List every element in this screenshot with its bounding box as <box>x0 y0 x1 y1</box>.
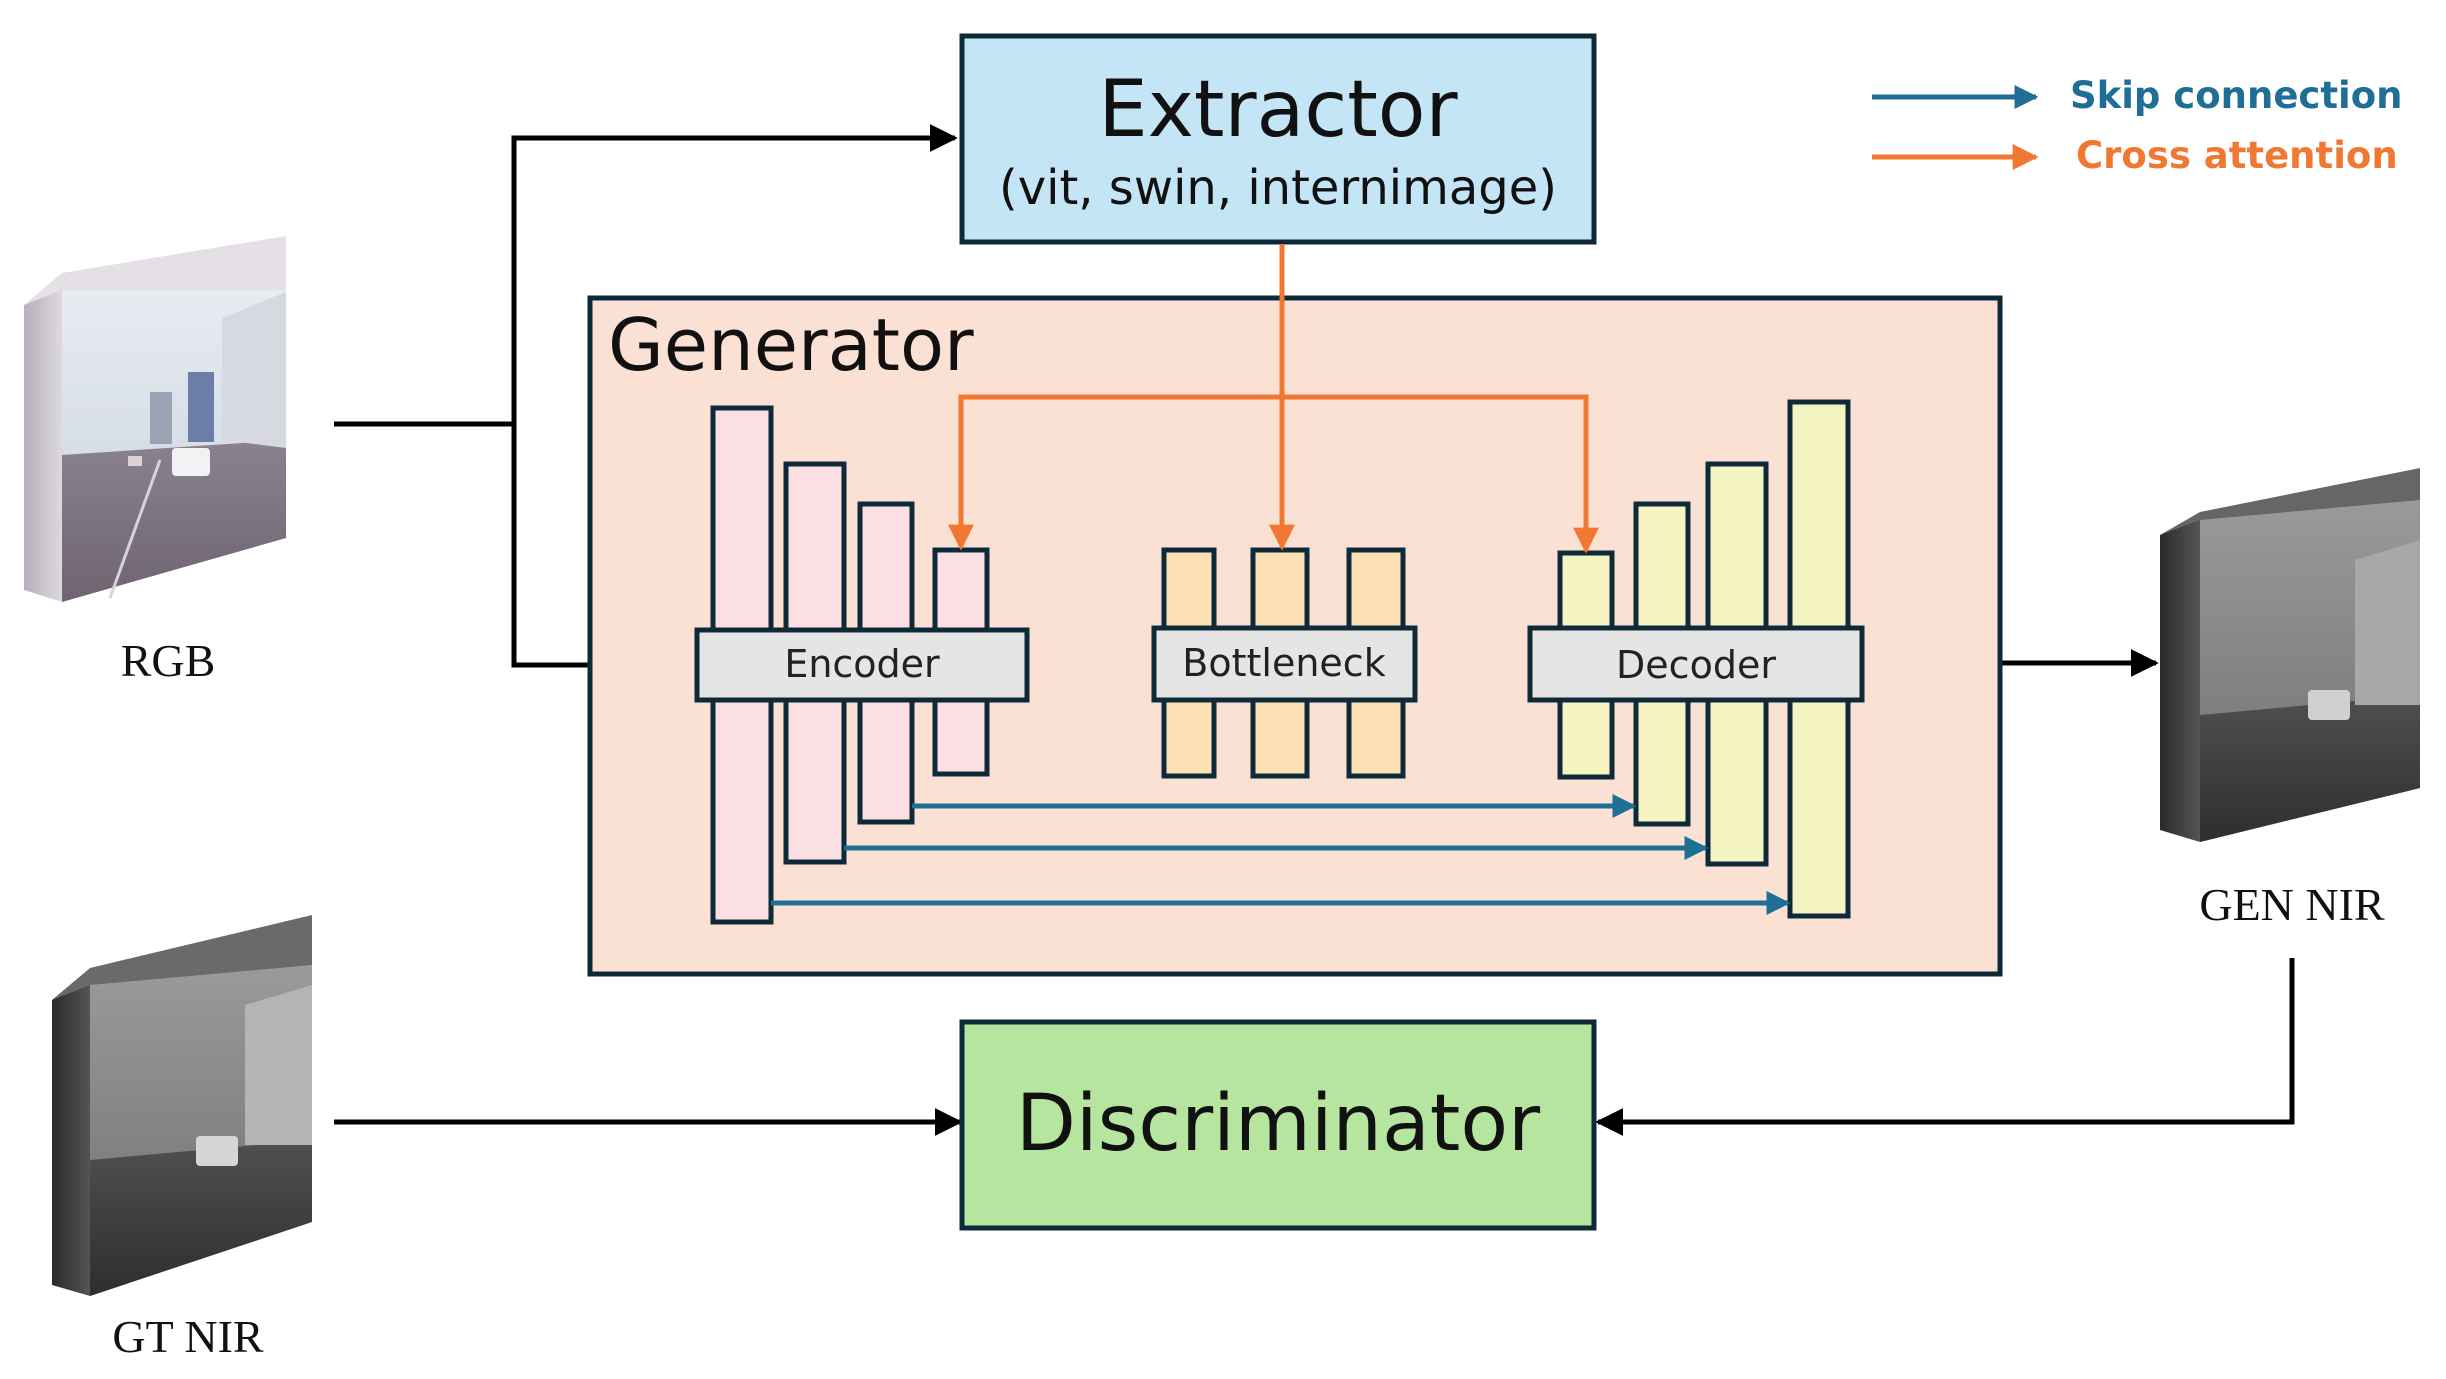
decoder-label: Decoder <box>1616 643 1776 687</box>
rgb-image: RGB <box>24 236 286 686</box>
encoder-label: Encoder <box>784 642 940 686</box>
gt-nir-image: GT NIR <box>52 915 312 1362</box>
rgb-image-side <box>24 290 62 602</box>
rgb-image-car2 <box>128 456 142 466</box>
extractor-title: Extractor <box>1098 65 1458 155</box>
gt-nir-label: GT NIR <box>112 1311 264 1362</box>
to-extractor-line <box>511 124 958 424</box>
bottleneck-label: Bottleneck <box>1182 641 1385 685</box>
encoder-box <box>694 627 1030 703</box>
rgb-image-building2 <box>188 372 214 442</box>
gen-nir-label: GEN NIR <box>2199 879 2385 930</box>
generator-title: Generator <box>608 303 974 387</box>
legend: Skip connection Cross attention <box>1872 74 2403 177</box>
rgb-label: RGB <box>121 635 216 686</box>
cross-attention-arrows <box>948 244 1599 554</box>
rgb-image-building3 <box>150 392 172 444</box>
gen-nir-image: GEN NIR <box>2160 468 2420 930</box>
rgb-image-lane <box>108 459 162 599</box>
decoder-label-box: Decoder <box>1527 625 1865 703</box>
extractor-box <box>959 33 1597 245</box>
gen-nir-image-car <box>2308 690 2350 720</box>
gen-nir-image-side <box>2160 520 2200 842</box>
discriminator-block: Discriminator <box>959 1019 1597 1231</box>
decoder-box <box>1527 625 1865 703</box>
cross-attn-to-decoder <box>1282 394 1599 554</box>
rgb-image-car <box>172 448 210 476</box>
gt-nir-image-top <box>52 915 312 1000</box>
discriminator-title: Discriminator <box>1016 1079 1541 1169</box>
rgb-image-road <box>62 440 286 602</box>
discriminator-box <box>959 1019 1597 1231</box>
bottleneck-box <box>1151 625 1418 703</box>
rgb-image-building <box>222 292 286 448</box>
flow-lines <box>334 124 2295 1136</box>
skip-connection-arrows <box>771 794 1791 915</box>
generator-block: Generator <box>587 244 2003 977</box>
bottleneck-label-box: Bottleneck <box>1151 625 1418 703</box>
gt-nir-image-road <box>90 1140 312 1296</box>
gt-nir-image-car <box>196 1136 238 1166</box>
gt-nir-image-building <box>245 985 312 1145</box>
legend-cross-label: Cross attention <box>2076 134 2398 177</box>
gen-nir-image-road <box>2200 695 2420 842</box>
encoder-label-box: Encoder <box>694 627 1030 703</box>
legend-skip-label: Skip connection <box>2070 74 2403 117</box>
extractor-block: Extractor (vit, swin, internimage) <box>959 33 1597 245</box>
extractor-subtitle: (vit, swin, internimage) <box>999 160 1557 216</box>
gen-nir-to-discriminator-line <box>1595 958 2295 1136</box>
cross-attn-to-encoder <box>948 394 1282 551</box>
gt-nir-image-side <box>52 985 90 1296</box>
gen-nir-image-building <box>2355 540 2420 705</box>
rgb-image-top <box>24 236 286 305</box>
